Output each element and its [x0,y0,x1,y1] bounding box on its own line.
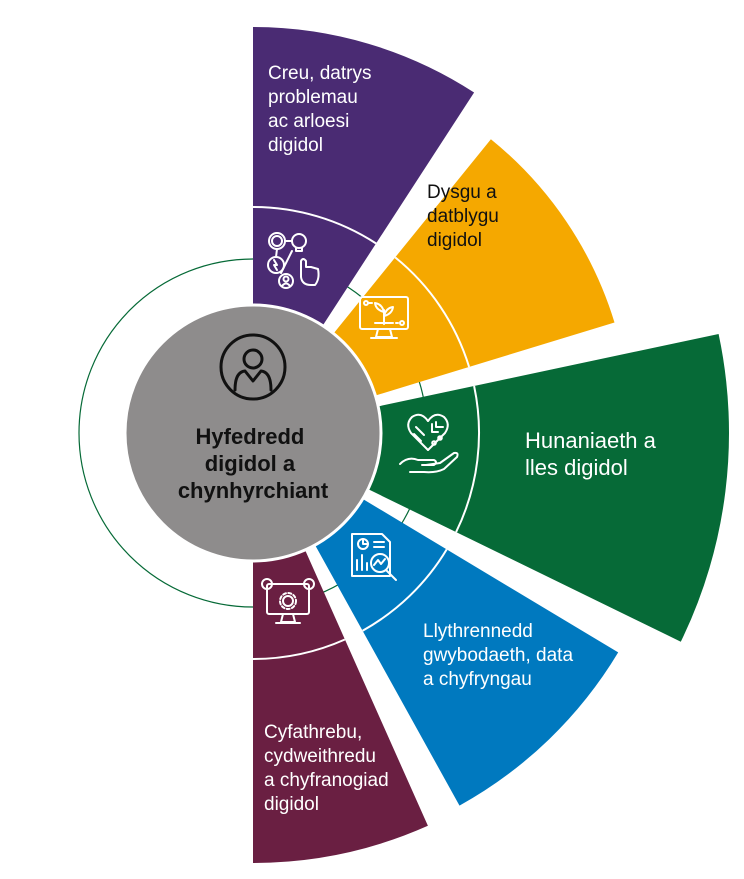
segment-hunaniaeth: Hunaniaeth a lles digidol [364,334,730,642]
report-magnifier-icon [351,533,397,581]
segment-llythrennedd: Llythrennedd gwybodaeth, data a chyfryng… [313,496,619,806]
segment-creu-wedge [253,27,475,329]
segment-cyfathrebu: Cyfathrebu, cydweithredu a chyfranogiad … [252,546,428,863]
monitor-people-icon [261,578,315,624]
segment-cyfathrebu-wedge [253,546,428,863]
segment-creu-ring-arc [252,206,377,245]
segment-llythrennedd-ring-arc [362,548,448,632]
heart-circuit-hand-icon [399,413,459,474]
segment-dysgu: Dysgu a datblygu digidol [331,139,615,397]
ideas-gears-hand-icon [267,232,320,289]
segment-llythrennedd-label: Llythrennedd gwybodaeth, data a chyfryng… [423,621,578,690]
segment-creu: Creu, datrys problemau ac arloesi digido… [252,27,475,329]
center-label: Hyfedredd digidol a chynhyrchiant [178,424,329,503]
center-circle [123,303,383,563]
segment-dysgu-ring-arc [394,256,471,368]
segment-hunaniaeth-wedge [364,334,730,642]
segment-dysgu-label: Dysgu a datblygu digidol [427,182,504,251]
monitor-plant-icon [359,296,409,339]
segment-dysgu-wedge [331,139,615,397]
segment-creu-label: Creu, datrys problemau ac arloesi digido… [268,63,377,156]
center-hub: Hyfedredd digidol a chynhyrchiant [123,303,383,563]
person-icon [219,333,287,401]
segment-hunaniaeth-ring-arc [455,385,481,533]
segment-hunaniaeth-label: Hunaniaeth a lles digidol [525,428,662,480]
segment-cyfathrebu-label: Cyfathrebu, cydweithredu a chyfranogiad … [264,722,394,815]
segment-cyfathrebu-ring-arc [252,638,346,661]
